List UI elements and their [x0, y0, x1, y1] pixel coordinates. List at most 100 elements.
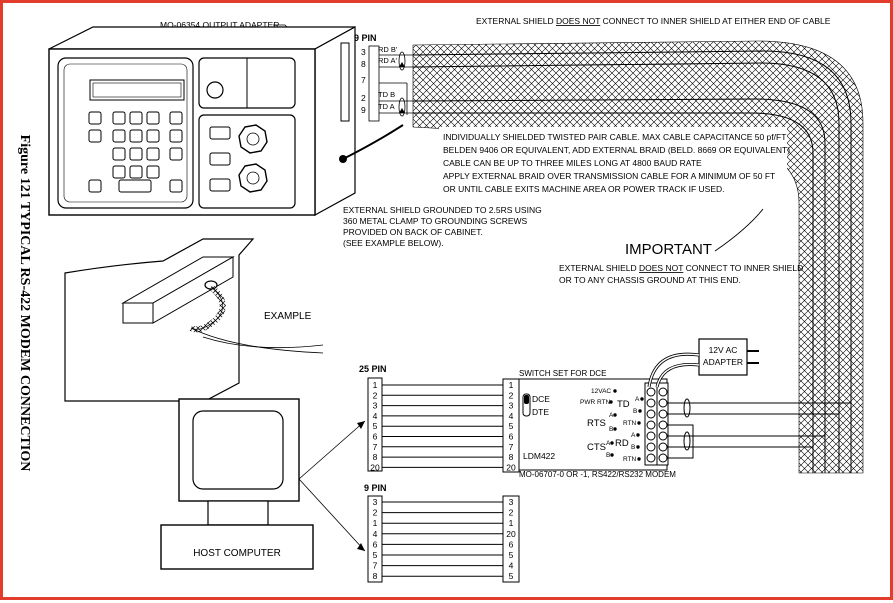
example-cabinet [64, 238, 324, 402]
modem-pin-b: 1 [509, 518, 514, 528]
pin25-label: 5 [373, 421, 378, 431]
host-computer [160, 398, 314, 570]
term-cts: CTS [587, 442, 606, 453]
pin25-label: 4 [373, 411, 378, 421]
out-pin: 3 [361, 47, 366, 57]
modem-pin-a: 20 [506, 462, 516, 472]
pin25-label: 1 [373, 380, 378, 390]
out-pin: 2 [361, 93, 366, 103]
cable-note: BELDEN 9406 OR EQUIVALENT, ADD EXTERNAL … [443, 145, 790, 155]
pin9-label: 8 [373, 571, 378, 581]
keypad [88, 111, 183, 193]
switch-label: SWITCH SET FOR DCE [519, 369, 606, 378]
pin9-label: 1 [373, 518, 378, 528]
dce-label: DCE [532, 394, 550, 404]
ground-note: PROVIDED ON BACK OF CABINET. [343, 227, 483, 237]
ground-note: (SEE EXAMPLE BELOW). [343, 238, 444, 248]
example-label: EXAMPLE [264, 311, 312, 322]
modem-pin-a: 1 [509, 380, 514, 390]
pin25-label: 20 [370, 462, 380, 472]
term-rd: RD [615, 438, 629, 449]
figure-caption: Figure 121 TYPICAL RS-422 MODEM CONNECTI… [17, 135, 32, 472]
ac-adapter-line1: 12V AC [709, 345, 738, 355]
modem-pin-b: 6 [509, 539, 514, 549]
modem-pin-a: 4 [509, 411, 514, 421]
output-9pin-title: 9 PIN [354, 33, 377, 43]
modem-pin-b: 20 [506, 529, 516, 539]
ac-adapter-line2: ADAPTER [703, 357, 743, 367]
term-a: A [609, 412, 614, 419]
display-screen [89, 79, 185, 101]
modem-pin-b: 4 [509, 561, 514, 571]
term-a: A [606, 440, 611, 447]
cable-note: INDIVIDUALLY SHIELDED TWISTED PAIR CABLE… [443, 132, 786, 142]
rotary-knob-top [238, 124, 268, 154]
modem-caption: MO-06707-0 OR -1, RS422/RS232 MODEM [519, 470, 676, 479]
term-b: B [631, 444, 635, 451]
ground-note: EXTERNAL SHIELD GROUNDED TO 2.5RS USING [343, 205, 542, 215]
important-line2: OR TO ANY CHASSIS GROUND AT THIS END. [559, 275, 741, 285]
modem-body [518, 378, 668, 471]
modem-model: LDM422 [523, 451, 555, 461]
modem-pin-a: 5 [509, 421, 514, 431]
modem-right-connector [502, 495, 520, 583]
term-b: B [609, 426, 613, 433]
out-pin: 7 [361, 75, 366, 85]
rotary-knob-bottom [238, 163, 268, 193]
term-rtn: RTN [623, 420, 637, 427]
modem-pin-a: 6 [509, 432, 514, 442]
out-signal: TD B [378, 90, 395, 99]
out-signal: RD B' [378, 45, 398, 54]
important-title: IMPORTANT [625, 241, 712, 258]
pin25-label: 6 [373, 432, 378, 442]
term-b: B [606, 452, 610, 459]
dte-label: DTE [532, 407, 549, 417]
wiring-diagram: Figure 121 TYPICAL RS-422 MODEM CONNECTI… [17, 16, 864, 583]
modem-pin-a: 8 [509, 452, 514, 462]
ground-note: 360 METAL CLAMP TO GROUNDING SCREWS [343, 216, 528, 226]
top-note: EXTERNAL SHIELD DOES NOT CONNECT TO INNE… [476, 16, 831, 26]
pin25-label: 7 [373, 442, 378, 452]
pin25-label: 8 [373, 452, 378, 462]
modem-pin-b: 5 [509, 571, 514, 581]
term-a: A [635, 396, 640, 403]
output-adapter-label: MO-06354 OUTPUT ADAPTER [160, 20, 279, 30]
pin9-label: 6 [373, 539, 378, 549]
term-td: TD [617, 399, 630, 410]
modem-pin-a: 3 [509, 401, 514, 411]
pin25-label: 3 [373, 401, 378, 411]
cable-note: CABLE CAN BE UP TO THREE MILES LONG AT 4… [443, 158, 702, 168]
host-computer-label: HOST COMPUTER [193, 548, 281, 559]
modem-pin-a: 2 [509, 390, 514, 400]
term-12vac: 12VAC [591, 388, 611, 395]
out-pin: 8 [361, 59, 366, 69]
indicator-light [206, 81, 224, 99]
modem-pin-a: 7 [509, 442, 514, 452]
pin9-label: 4 [373, 529, 378, 539]
pin25-label: 2 [373, 390, 378, 400]
modem-pin-b: 3 [509, 497, 514, 507]
terminal-block [644, 382, 669, 466]
pin9-title: 9 PIN [364, 483, 387, 493]
out-pin: 9 [361, 105, 366, 115]
cable-note: OR UNTIL CABLE EXITS MACHINE AREA OR POW… [443, 184, 725, 194]
control-cabinet [48, 25, 404, 217]
term-rtn: RTN [623, 456, 637, 463]
modem-pin-b: 2 [509, 508, 514, 518]
term-rts: RTS [587, 418, 606, 429]
pin9-label: 5 [373, 550, 378, 560]
out-signal: RD A' [378, 56, 398, 65]
ac-adapter [647, 338, 759, 388]
pin9-label: 2 [373, 508, 378, 518]
term-pwr-rtn: PWR RTN [580, 399, 611, 406]
out-signal: TD A [378, 102, 395, 111]
pin9-label: 7 [373, 561, 378, 571]
cable-note: APPLY EXTERNAL BRAID OVER TRANSMISSION C… [443, 171, 775, 181]
pin9-label: 3 [373, 497, 378, 507]
important-line1: EXTERNAL SHIELD DOES NOT CONNECT TO INNE… [559, 263, 803, 273]
term-a: A [631, 432, 636, 439]
pin25-title: 25 PIN [359, 364, 387, 374]
modem-pin-b: 5 [509, 550, 514, 560]
